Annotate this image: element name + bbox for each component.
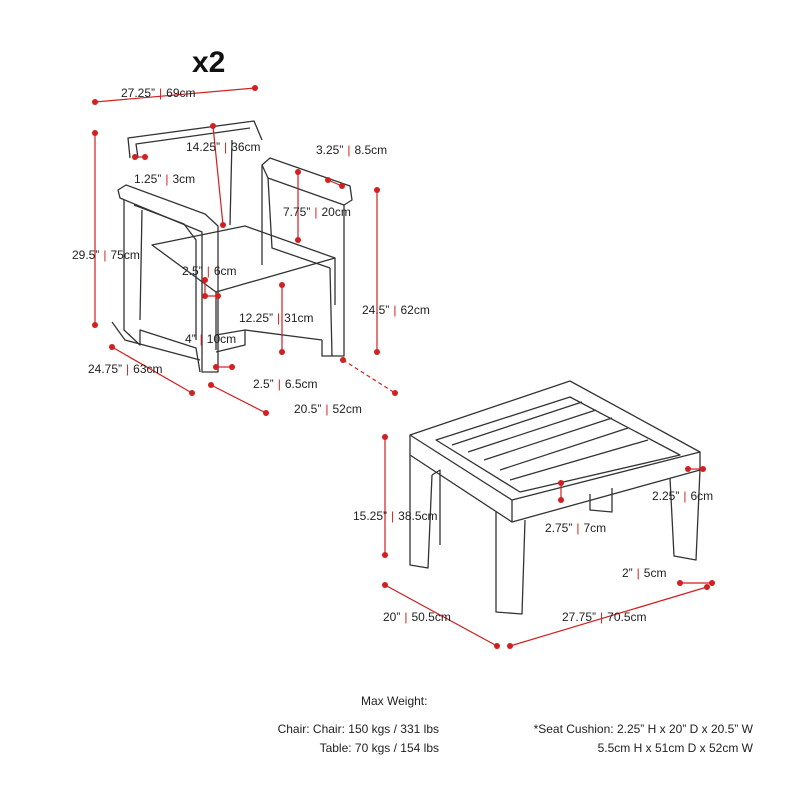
dim-label-chair-back-depth: 14.25”|36cm bbox=[186, 140, 261, 154]
table-weight-text: Table: 70 kgs / 154 lbs bbox=[319, 741, 439, 755]
dim-label-chair-overall-height: 29.5”|75cm bbox=[72, 248, 140, 262]
dim-label-table-leg-width: 2”|5cm bbox=[622, 566, 667, 580]
dim-label-chair-arm-panel-height: 7.75”|20cm bbox=[283, 205, 351, 219]
max-weight-heading: Max Weight: bbox=[361, 694, 428, 708]
dim-label-chair-arm-top-width: 3.25”|8.5cm bbox=[316, 143, 388, 157]
dim-label-chair-leg-depth: 2.5”|6.5cm bbox=[253, 377, 318, 391]
dim-label-chair-overall-depth: 24.75”|63cm bbox=[88, 362, 163, 376]
dim-label-chair-arm-height: 24.5”|62cm bbox=[362, 303, 430, 317]
table-outline bbox=[409, 380, 701, 615]
quantity-label: x2 bbox=[192, 46, 226, 79]
chair-weight-text: Chair: Chair: 150 kgs / 331 lbs bbox=[277, 722, 439, 736]
chair-outline bbox=[111, 120, 353, 373]
dim-label-chair-cushion-thickness: 2.5”|6cm bbox=[182, 264, 237, 278]
dim-label-table-top-thickness: 2.75”|7cm bbox=[545, 521, 607, 535]
dim-label-table-width: 27.75”|70.5cm bbox=[562, 610, 647, 624]
seat-cushion-dimensions-imperial: *Seat Cushion: 2.25” H x 20” D x 20.5” W bbox=[533, 722, 753, 736]
dimension-endpoints bbox=[92, 85, 715, 649]
dim-label-chair-leg-width: 4”|10cm bbox=[185, 332, 237, 346]
seat-cushion-dimensions-metric: 5.5cm H x 51cm D x 52cm W bbox=[597, 741, 753, 755]
dim-label-table-depth: 20”|50.5cm bbox=[383, 610, 451, 624]
dim-label-chair-seat-height: 12.25”|31cm bbox=[239, 311, 314, 325]
dim-label-table-apron-height: 2.25”|6cm bbox=[652, 489, 714, 503]
dim-label-table-height: 15.25”|38.5cm bbox=[353, 509, 438, 523]
dim-label-chair-seat-width: 20.5”|52cm bbox=[294, 402, 362, 416]
dim-label-chair-overall-width: 27.25”|69cm bbox=[121, 86, 196, 100]
dim-label-chair-back-thickness: 1.25”|3cm bbox=[134, 172, 196, 186]
